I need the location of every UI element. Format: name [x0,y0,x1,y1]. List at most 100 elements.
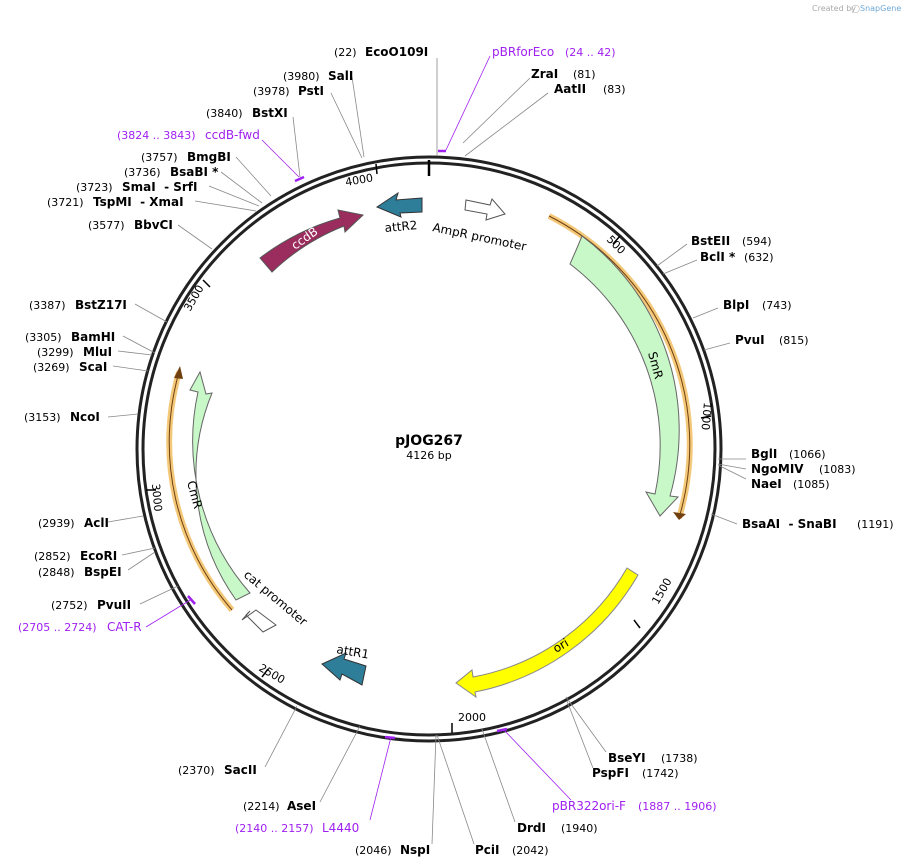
tick-label-3000: 3000 [149,483,164,512]
cmr-feature[interactable] [189,370,251,601]
site-bmgbi[interactable]: BmgBI [187,150,231,164]
site-pos-mlui: (3299) [37,346,74,359]
site-ngomiv[interactable]: NgoMIV [751,462,804,476]
site-bstxi[interactable]: BstXI [252,106,288,120]
site-psti[interactable]: PstI [298,84,324,98]
site-ecoo109i[interactable]: EcoO109I [365,45,428,59]
site-pos-bamhi: (3305) [25,331,62,344]
plasmid-size: 4126 bp [406,449,451,462]
site-ecori[interactable]: EcoRI [80,549,117,563]
site-bcli[interactable]: BclI * [700,250,736,264]
plasmid-name: pJOG267 [395,433,463,449]
attr2-feature[interactable] [375,191,423,218]
site-asei[interactable]: AseI [287,799,316,813]
ampr-promoter-feature[interactable] [464,198,506,221]
ccdb-feature[interactable] [259,209,365,273]
ampr-promoter-label: AmpR promoter [431,220,527,254]
tick-label-2000: 2000 [458,711,486,724]
ori-feature[interactable] [455,567,639,699]
site-pos-ecoo109i: (22) [334,46,357,59]
site-pos-ecori: (2852) [34,550,71,563]
site-sacii[interactable]: SacII [224,763,257,777]
site-mlui[interactable]: MluI [83,345,112,359]
site-bspei[interactable]: BspEI [84,565,122,579]
site-sali[interactable]: SalI [328,69,353,83]
primer-pos-pbr322ori-f: (1887 .. 1906) [638,800,717,813]
cmr-orf-line [168,371,233,611]
site-pos-pvui: (815) [779,334,809,347]
site-bamhi[interactable]: BamHI [71,330,115,344]
site-scai[interactable]: ScaI [79,360,107,374]
site-blpi[interactable]: BlpI [723,298,749,312]
site-bseyi[interactable]: BseYI [608,751,646,765]
site-ncoi[interactable]: NcoI [70,410,100,424]
site-pos-blpi: (743) [762,299,792,312]
site-pos-nspi: (2046) [355,844,392,857]
site-pspfi[interactable]: PspFI [592,766,629,780]
site-pos-pvuii: (2752) [51,599,88,612]
site-pos-ncoi: (3153) [24,411,61,424]
site-naei[interactable]: NaeI [751,477,782,491]
site-acli[interactable]: AclI [84,516,109,530]
site-pos-bstxi: (3840) [206,107,243,120]
attr1-feature[interactable] [321,652,367,686]
site-drdi[interactable]: DrdI [517,821,546,835]
site-tspmi-xmai[interactable]: TspMI - XmaI [93,195,184,209]
tick-label-4000: 4000 [344,171,374,189]
site-pos-naei: (1085) [793,478,830,491]
ori-label: ori [551,636,572,656]
site-pos-bstz17i: (3387) [29,299,66,312]
primer-ccdb-fwd[interactable]: ccdB-fwd [205,128,260,142]
credit-prefix: Created by [812,4,856,13]
site-pos-ngomiv: (1083) [819,463,856,476]
site-pos-bsaai-snabi: (1191) [857,518,894,531]
site-pos-bmgbi: (3757) [141,151,178,164]
site-bsabi[interactable]: BsaBI * [170,165,219,179]
site-pos-bsteii: (594) [742,235,772,248]
primer-pbr322ori-f[interactable]: pBR322ori-F [552,799,626,813]
site-zrai[interactable]: ZraI [531,67,558,81]
backbone-outer-ring [135,155,723,743]
site-pos-asei: (2214) [243,800,280,813]
snapgene-logo-icon: ◯ [851,4,860,13]
site-bsteii[interactable]: BstEII [691,234,730,248]
primer-cat-r[interactable]: CAT-R [107,620,142,634]
site-aatii[interactable]: AatII [554,82,586,96]
primer-leader-lines [145,55,572,821]
site-pcii[interactable]: PciI [475,843,500,857]
smr-label: SmR [645,350,666,380]
site-pos-zrai: (81) [573,68,596,81]
site-pos-sali: (3980) [283,70,320,83]
cmr-label: CmR [184,479,205,510]
site-pos-smai-srfi: (3723) [76,181,113,194]
primer-pbrforeco[interactable]: pBRforEco [492,45,554,59]
site-pos-sacii: (2370) [178,764,215,777]
tick-label-2500: 2500 [257,661,288,686]
site-smai-srfi[interactable]: SmaI - SrfI [122,180,197,194]
site-leader-lines [107,58,747,845]
site-bgli[interactable]: BglI [751,447,777,461]
site-bstz17i[interactable]: BstZ17I [75,298,127,312]
site-pos-scai: (3269) [33,361,70,374]
site-bsaai-snabi[interactable]: BsaAI - SnaBI [742,517,837,531]
site-pvui[interactable]: PvuI [735,333,765,347]
site-pos-tspmi-xmai: (3721) [47,196,84,209]
site-pos-pcii: (2042) [512,844,549,857]
site-pos-bspei: (2848) [38,566,75,579]
primer-pos-pbrforeco: (24 .. 42) [565,46,616,59]
site-pos-drdi: (1940) [561,822,598,835]
site-pvuii[interactable]: PvuII [97,598,131,612]
site-pos-aatii: (83) [603,83,626,96]
smr-feature[interactable] [569,235,680,517]
primer-marks [187,149,508,740]
site-nspi[interactable]: NspI [400,843,430,857]
site-bbvci[interactable]: BbvCI [134,218,173,232]
primer-l4440[interactable]: L4440 [322,821,359,835]
smr-orf-arrow-icon [673,512,686,520]
cat-promoter-feature[interactable] [241,609,277,633]
primer-pos-ccdb-fwd: (3824 .. 3843) [117,129,196,142]
cmr-orf-arrow-icon [174,366,183,379]
primer-pos-l4440: (2140 .. 2157) [235,822,314,835]
